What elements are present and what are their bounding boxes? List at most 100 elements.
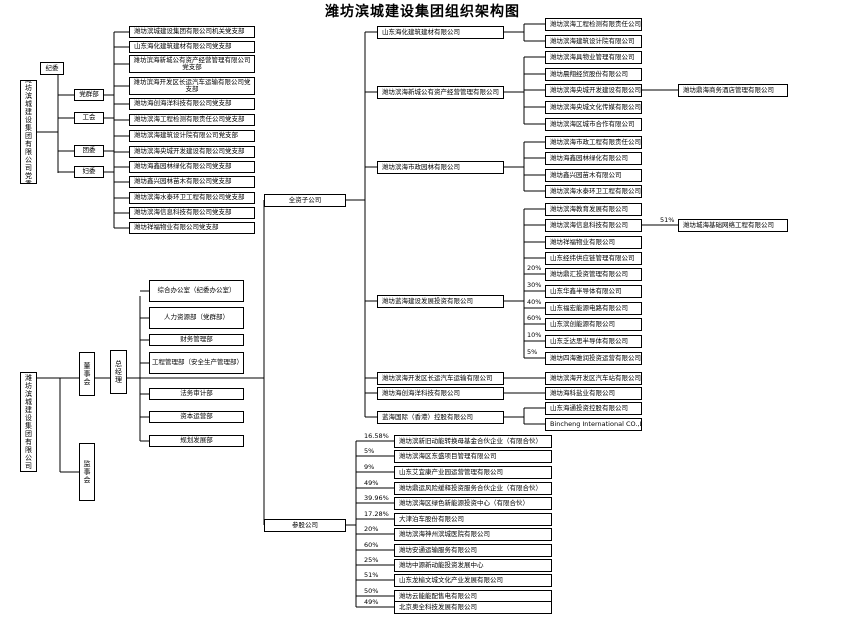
subsidiary-box-label: 潍坊滨海新城公有资产经营管理有限公司: [382, 87, 499, 96]
participating-company-box: 潍坊鼎运风险缓释投资服务合伙企业（有限合伙）: [394, 482, 552, 495]
group-dept-box: 综合办公室（纪委办公室）: [149, 280, 244, 302]
participating-company-box: 潍坊滨海区绿色新能源投资中心（有限合伙）: [394, 497, 552, 510]
group-dept-box: 人力资源部（党群部）: [149, 307, 244, 329]
sub-subsidiary-box: 潍坊滨海市政工程有限责任公司: [545, 136, 642, 149]
subsidiary-box-label: 蓝海国际（香港）控股有限公司: [382, 412, 473, 421]
sub-subsidiary-box-label: 潍坊鑫兴园苗木有限公司: [550, 170, 622, 179]
sub-subsidiary-box-label: 山东滨创能源有限公司: [550, 319, 615, 328]
gm-box-label: 总经理: [114, 360, 123, 384]
sub-sub-subsidiary-box-label: 潍坊城海基础网络工程有限公司: [683, 220, 774, 229]
sub-subsidiary-box-label: 潍坊滨海水泰环卫工程有限公司: [550, 186, 641, 195]
participating-company-box-label: 潍坊中源新动能投资发展中心: [399, 560, 484, 569]
party-dept-box: 工会: [74, 112, 104, 124]
sub-subsidiary-box: 潍坊祥福物业有限公司: [545, 236, 642, 249]
sub-subsidiary-box-label: 潍坊四海雅润投资运营有限公司: [550, 353, 641, 362]
sub-subsidiary-box-label: 潍坊滨海央城文化传媒有限公司: [550, 102, 641, 111]
sub-subsidiary-box: 潍坊海科盐业有限公司: [545, 387, 642, 400]
sub-subsidiary-box-label: 山东海通投资控股有限公司: [550, 403, 628, 412]
participation-pct: 16.58%: [364, 432, 389, 440]
party-dept-box-label: 团委: [82, 146, 96, 155]
participation-pct: 51%: [364, 571, 379, 579]
sub-subsidiary-box-label: 潍坊滨海开发区汽车站有限公司: [550, 373, 641, 382]
participation-pct: 25%: [364, 556, 379, 564]
group-dept-box: 财务管理部: [149, 334, 244, 346]
sub-subsidiary-box: 潍坊滨海建筑设计院有限公司: [545, 35, 642, 48]
participation-pct: 20%: [364, 525, 379, 533]
sub-subsidiary-box-label: 潍坊滨海市政工程有限责任公司: [550, 137, 641, 146]
party-branch-box: 潍坊海鑫园林绿化有限公司党支部: [129, 161, 255, 173]
subsidiary-box: 潍坊滨海开发区长运汽车运输有限公司: [377, 372, 504, 385]
party-branch-box-label: 潍坊滨海开发区长运汽车运输有限公司党支部: [133, 77, 251, 93]
group-company-box: 潍坊滨城建设集团有限公司: [20, 372, 37, 472]
party-branch-box: 潍坊滨海工程检测有限责任公司党支部: [129, 114, 255, 126]
ownership-pct: 51%: [660, 216, 675, 224]
party-committee-box: 潍坊滨城建设集团有限公司党委: [20, 80, 37, 184]
subsidiary-box-label: 潍坊蓝海建设发展投资有限公司: [382, 296, 473, 305]
subsidiary-box-label: 潍坊滨海市政园林有限公司: [382, 162, 460, 171]
subsidiary-box-label: 潍坊滨海开发区长运汽车运输有限公司: [382, 373, 493, 382]
participating-company-box-label: 山东艾宜康产业园运营管理有限公司: [399, 467, 503, 476]
party-branch-box: 潍坊鑫兴园林苗木有限公司党支部: [129, 176, 255, 188]
group-dept-box-label: 资本运营部: [180, 412, 213, 421]
party-branch-box-label: 潍坊海创海洋科技有限公司党支部: [134, 99, 232, 108]
party-dept-box-label: 党群部: [79, 90, 99, 99]
sub-subsidiary-box-label: 潍坊滨海央城开发建设有限公司: [550, 85, 641, 94]
gm-box: 总经理: [110, 350, 127, 394]
party-branch-box: 潍坊滨城建设集团有限公司机关党支部: [129, 26, 255, 38]
sub-subsidiary-box: 潍坊滨海水泰环卫工程有限公司: [545, 185, 642, 198]
party-dept-box-label: 工会: [82, 113, 96, 122]
sub-subsidiary-box-label: 潍坊海鑫园林绿化有限公司: [550, 153, 628, 162]
participation-pct: 17.28%: [364, 510, 389, 518]
sub-subsidiary-box: 山东滨创能源有限公司: [545, 318, 642, 331]
ownership-pct: 20%: [527, 264, 542, 272]
sub-subsidiary-box: 潍坊鼎汇投资管理有限公司: [545, 268, 642, 281]
supervisors-box-label: 监事会: [83, 460, 91, 484]
participating-company-box-label: 山东龙榆文城文化产业发展有限公司: [399, 575, 503, 584]
party-branch-box-label: 潍坊海鑫园林绿化有限公司党支部: [134, 162, 232, 171]
party-committee-box-label: 潍坊滨城建设集团有限公司党委: [24, 80, 33, 184]
participating-company-box-label: 潍坊滨海区绿色新能源投资中心（有限合伙）: [399, 498, 529, 507]
party-branch-box-label: 潍坊滨海水泰环卫工程有限公司党支部: [134, 193, 245, 202]
party-branch-box: 潍坊滨海新城公有资产经营管理有限公司党支部: [129, 55, 255, 73]
participating-company-box-label: 潍坊安通运输服务有限公司: [399, 545, 477, 554]
board-box-label: 董事会: [83, 362, 91, 386]
sub-subsidiary-box-label: 潍坊晨翔经贸股份有限公司: [550, 69, 628, 78]
party-branch-box-label: 潍坊祥福物业有限公司党支部: [134, 223, 219, 232]
sub-subsidiary-box-label: 潍坊祥福物业有限公司: [550, 237, 615, 246]
group-dept-box-label: 工程管理部（安全生产管理部）: [152, 358, 243, 367]
party-branch-box: 潍坊滨海建筑设计院有限公司党支部: [129, 130, 255, 142]
participating-company-box-label: 潍坊滨海区东盛项目管理有限公司: [399, 451, 497, 460]
sub-subsidiary-box-label: 山东福宏能源电路有限公司: [550, 303, 628, 312]
sub-subsidiary-box: 潍坊滨海教育发展有限公司: [545, 203, 642, 216]
party-branch-box-label: 潍坊滨海新城公有资产经营管理有限公司党支部: [133, 55, 251, 71]
sub-sub-subsidiary-box-label: 潍坊鼎海商务酒店管理有限公司: [683, 85, 774, 94]
sub-subsidiary-box-label: 山东乏达思半导体有限公司: [550, 336, 628, 345]
participating-label-box-label: 参股公司: [292, 520, 318, 529]
chart-title: 潍坊滨城建设集团组织架构图: [325, 4, 520, 20]
sub-sub-subsidiary-box: 潍坊城海基础网络工程有限公司: [678, 219, 788, 232]
participating-company-box-label: 潍坊鼎运风险缓释投资服务合伙企业（有限合伙）: [399, 483, 542, 492]
party-branch-box-label: 潍坊滨海工程检测有限责任公司党支部: [134, 115, 245, 124]
sub-subsidiary-box: 山东经纬供应链管理有限公司: [545, 252, 642, 265]
sub-subsidiary-box-label: 山东经纬供应链管理有限公司: [550, 253, 635, 262]
party-dept-box: 妇委: [74, 166, 104, 178]
participating-company-box: 山东艾宜康产业园运营管理有限公司: [394, 466, 552, 479]
discipline-box: 纪委: [40, 62, 64, 75]
participation-pct: 5%: [364, 447, 375, 455]
sub-subsidiary-box: 潍坊海鑫园林绿化有限公司: [545, 152, 642, 165]
subsidiary-box: 潍坊滨海市政园林有限公司: [377, 161, 504, 174]
party-branch-box: 山东海化建筑建材有限公司党支部: [129, 41, 255, 53]
party-branch-box: 潍坊滨海水泰环卫工程有限公司党支部: [129, 192, 255, 204]
group-dept-box-label: 法务审计部: [180, 389, 213, 398]
participating-company-box-label: 潍坊云能能配售电有限公司: [399, 591, 477, 600]
group-dept-box: 法务审计部: [149, 388, 244, 400]
party-branch-box-label: 山东海化建筑建材有限公司党支部: [134, 42, 232, 51]
wholly-owned-label-box-label: 全资子公司: [288, 195, 322, 204]
participating-company-box: 北京奥全科技发展有限公司: [394, 601, 552, 614]
subsidiary-box-label: 山东海化建筑建材有限公司: [382, 27, 460, 36]
sub-subsidiary-box: 潍坊滨海央城开发建设有限公司: [545, 84, 642, 97]
participating-company-box: 潍坊滨海神州滨城医院有限公司: [394, 528, 552, 541]
participating-label-box: 参股公司: [264, 519, 346, 532]
subsidiary-box-label: 潍坊海创海洋科技有限公司: [382, 388, 460, 397]
